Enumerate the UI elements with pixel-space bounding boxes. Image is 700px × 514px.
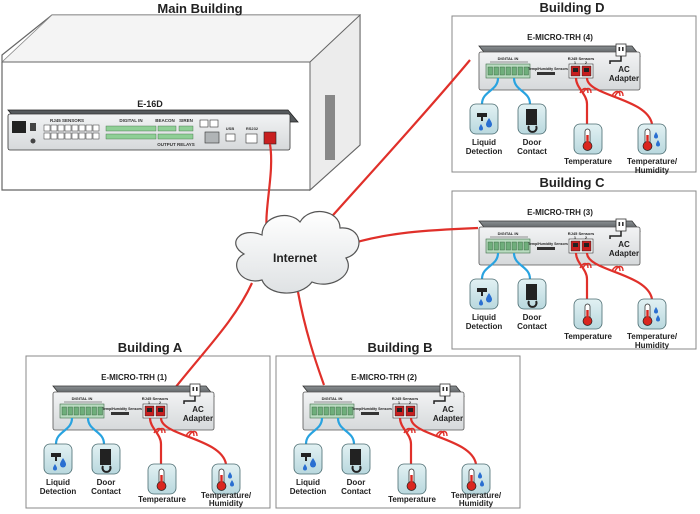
th-label-1: Temperature/ <box>627 157 678 166</box>
building-title: Building B <box>368 340 433 355</box>
device-label: E-MICRO-TRH (2) <box>351 373 417 382</box>
contact-label: Contact <box>517 322 547 331</box>
adapter-label: Adapter <box>609 249 639 258</box>
port-1-label: 1 <box>148 400 151 405</box>
rj45-label: RJ45 Sensors <box>142 396 169 401</box>
port-2-label: 2 <box>585 60 588 65</box>
liquid-label: Liquid <box>46 478 70 487</box>
building-title: Building C <box>540 175 606 190</box>
th-sensors-label: Temp/Humidity Sensors <box>528 67 568 71</box>
usb-port-icon <box>225 133 236 142</box>
port-1-label: 1 <box>574 235 577 240</box>
device-label: E-MICRO-TRH (3) <box>527 208 593 217</box>
building-title: Building D <box>540 0 605 15</box>
liquid-label: Liquid <box>472 138 496 147</box>
temperature-label: Temperature <box>138 495 186 504</box>
detection-label: Detection <box>290 487 327 496</box>
link-building-b <box>296 291 326 386</box>
beacon-label: BEACON <box>155 118 175 123</box>
th-sensors-label: Temp/Humidity Sensors <box>102 407 142 411</box>
th-label-2: Humidity <box>635 341 670 350</box>
port-1-label: 1 <box>574 60 577 65</box>
th-label-2: Humidity <box>209 499 244 508</box>
adapter-label: Adapter <box>183 414 213 423</box>
relay-terminals <box>157 125 194 140</box>
adapter-label: Adapter <box>433 414 463 423</box>
usb-label: USB <box>226 126 235 131</box>
port-1-label: 1 <box>398 400 401 405</box>
device-label: E-MICRO-TRH (4) <box>527 33 593 42</box>
main-building: Main Building <box>0 1 362 192</box>
internet-cloud: Internet <box>235 210 360 294</box>
port-2-label: 2 <box>159 400 162 405</box>
building-a: Building A E-MICRO-TRH (1) DIGITAL IN Te… <box>40 340 252 508</box>
th-label-1: Temperature/ <box>627 332 678 341</box>
contact-label: Contact <box>341 487 371 496</box>
digital-in-label: DIGITAL IN <box>498 56 519 61</box>
liquid-label: Liquid <box>472 313 496 322</box>
th-sensors-label: Temp/Humidity Sensors <box>528 242 568 246</box>
building-b: Building B E-MICRO-TRH (2) DIGITAL IN Te… <box>290 340 502 508</box>
power-inlet-icon <box>12 121 26 133</box>
door-label: Door <box>97 478 116 487</box>
th-label-1: Temperature/ <box>201 491 252 500</box>
rj45-sensor-ports <box>43 124 100 140</box>
door-label: Door <box>523 138 542 147</box>
device-label: E-MICRO-TRH (1) <box>101 373 167 382</box>
output-relays-label: OUTPUT RELAYS <box>157 142 195 147</box>
building-d: Building D E-MICRO-TRH (4) DIGITAL IN Te… <box>466 0 678 175</box>
link-building-a <box>174 282 253 389</box>
ac-label: AC <box>442 405 454 414</box>
internet-label: Internet <box>273 251 317 265</box>
building-c: Building C E-MICRO-TRH (3) DIGITAL IN Te… <box>466 175 678 350</box>
e16d-device: E-16D RJ45 SENSORS DIGITAL IN BEACON SIR… <box>7 99 299 151</box>
temperature-label: Temperature <box>564 157 612 166</box>
building-window <box>325 95 335 160</box>
main-building-title: Main Building <box>157 1 242 16</box>
th-label-1: Temperature/ <box>451 491 502 500</box>
rs232-label: RS232 <box>246 126 259 131</box>
digital-in-label: DIGITAL IN <box>119 118 142 123</box>
detection-label: Detection <box>40 487 77 496</box>
rj45-label: RJ45 SENSORS <box>50 118 84 123</box>
contact-label: Contact <box>517 147 547 156</box>
door-label: Door <box>523 313 542 322</box>
th-sensors-label: Temp/Humidity Sensors <box>352 407 392 411</box>
th-label-2: Humidity <box>635 166 670 175</box>
rj45-label: RJ45 Sensors <box>568 56 595 61</box>
siren-label: SIREN <box>179 118 193 123</box>
rj45-label: RJ45 Sensors <box>568 231 595 236</box>
digital-in-label: DIGITAL IN <box>72 396 93 401</box>
network-port-icon <box>263 131 277 145</box>
building-title: Building A <box>118 340 183 355</box>
temperature-label: Temperature <box>388 495 436 504</box>
digital-in-label: DIGITAL IN <box>498 231 519 236</box>
rj45-label: RJ45 Sensors <box>392 396 419 401</box>
th-label-2: Humidity <box>459 499 494 508</box>
digital-in-terminals <box>105 125 157 140</box>
e16d-label: E-16D <box>137 99 163 109</box>
temperature-label: Temperature <box>564 332 612 341</box>
port-2-label: 2 <box>585 235 588 240</box>
port-2-label: 2 <box>409 400 412 405</box>
detection-label: Detection <box>466 147 503 156</box>
ac-label: AC <box>618 240 630 249</box>
ac-label: AC <box>192 405 204 414</box>
detection-label: Detection <box>466 322 503 331</box>
door-label: Door <box>347 478 366 487</box>
liquid-label: Liquid <box>296 478 320 487</box>
ac-label: AC <box>618 65 630 74</box>
contact-label: Contact <box>91 487 121 496</box>
digital-in-label: DIGITAL IN <box>322 396 343 401</box>
adapter-label: Adapter <box>609 74 639 83</box>
